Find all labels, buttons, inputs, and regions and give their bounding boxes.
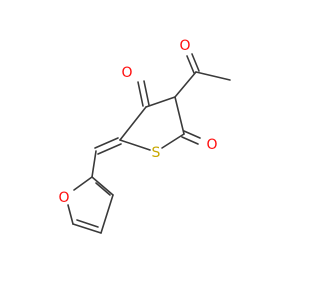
bond-c2-o-a [183,130,201,139]
ketone-group [137,80,150,107]
bond-c2-s [161,133,185,149]
bond-c3-c2 [174,96,185,135]
bond-furan-c3-c4 [100,194,114,234]
bond-c5-ch-a [94,137,119,149]
thioester-carbonyl [181,130,201,145]
bond-furan-c5-o [67,204,74,225]
bond-furan-c2-c3-b [95,182,111,196]
atom-oxygen-acetyl: O [179,38,190,54]
bond-c3-acetyl-c [174,71,197,98]
bond-acetyl-o-a [186,55,195,74]
furan-ring [67,176,114,234]
methylidene-linker [91,137,122,178]
bond-c4-o-a [137,81,144,107]
molecule-structure: O O O S O [58,38,231,234]
bond-c4-c3 [145,96,176,108]
bond-furan-c4-c5-a [72,223,102,234]
bond-c2-o-b [181,136,199,145]
bond-s-c5 [119,139,151,151]
atom-oxygen-thioester: O [206,137,217,153]
atom-oxygen-ketone: O [121,65,132,81]
thiolactone-ring [119,96,185,151]
bond-furan-o-c2 [73,176,93,191]
bond-c5-c4 [119,106,147,141]
bond-c4-o-b [143,80,150,106]
bond-acetyl-methyl [195,71,231,81]
acetyl-group [174,53,231,98]
atom-oxygen-furan: O [58,190,69,206]
bond-furan-c2-c3-a [91,176,114,196]
bond-furan-c4-c5-b [76,219,99,228]
atom-sulfur-ring: S [152,145,161,161]
bond-ch-furan [91,150,97,178]
bond-c5-ch-b [97,143,122,155]
bond-acetyl-o-b [191,53,200,72]
